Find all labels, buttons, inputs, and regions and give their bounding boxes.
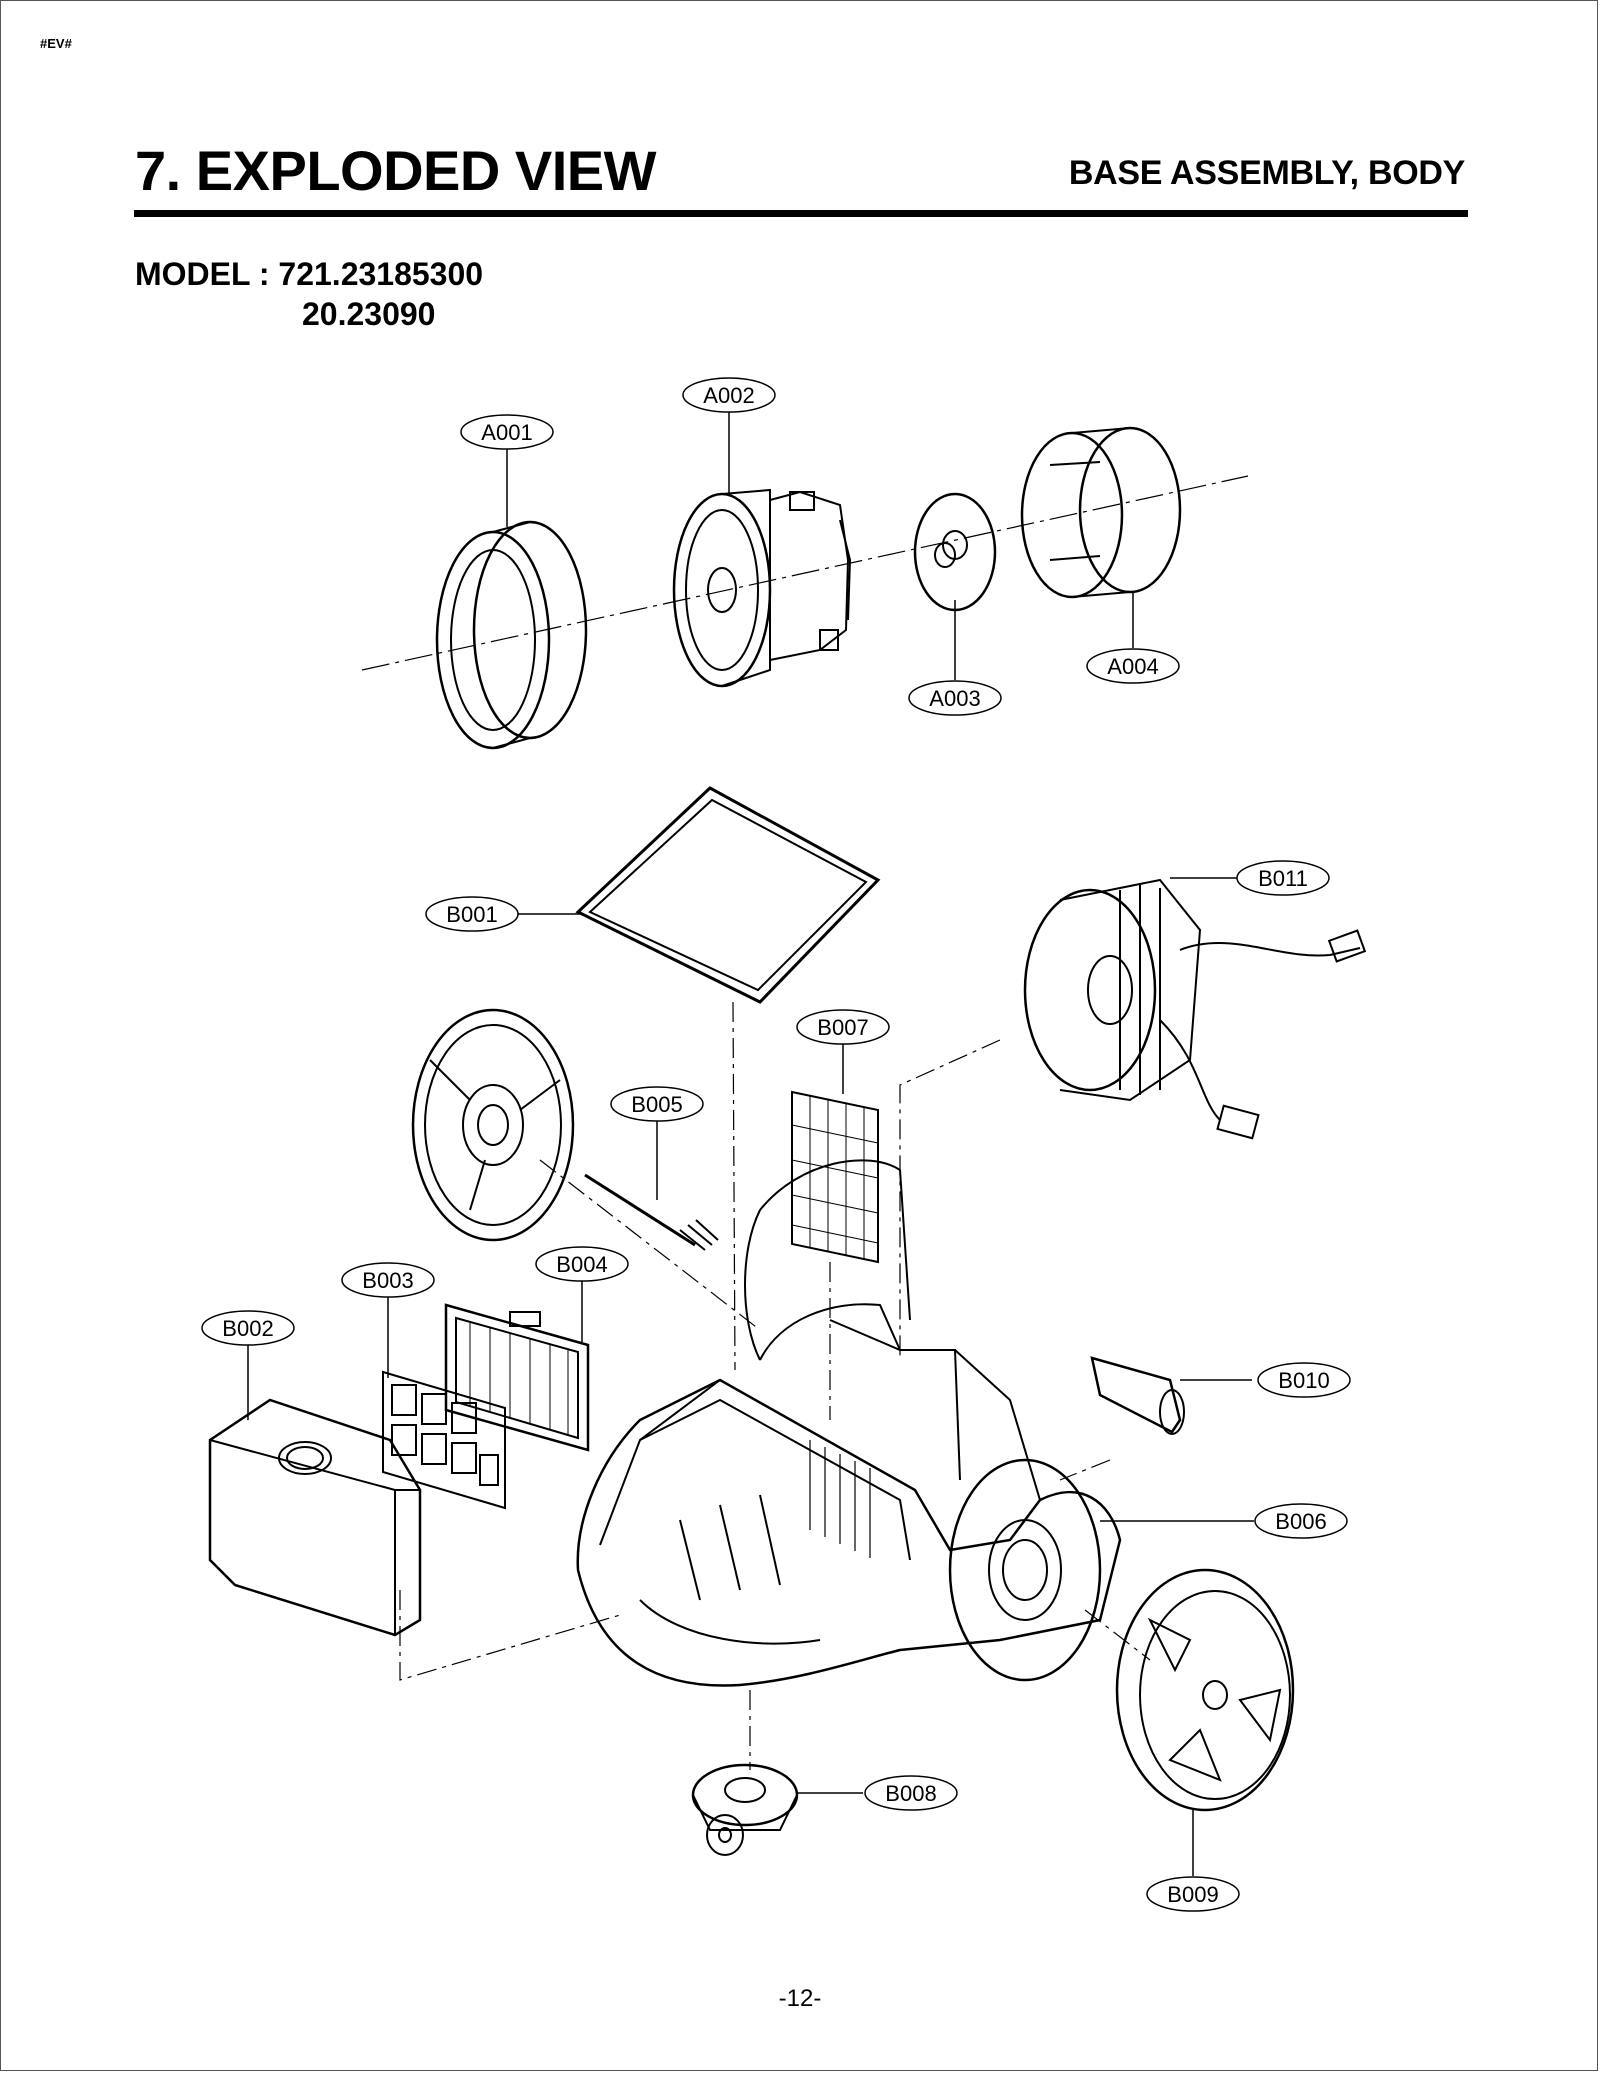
callout-label-b005: B005 [631, 1092, 682, 1117]
part-a001-ring [435, 520, 588, 750]
callout-b009: B009 [1146, 1876, 1240, 1912]
callout-b001: B001 [425, 896, 519, 932]
callout-b007: B007 [796, 1009, 890, 1045]
page-number: -12- [778, 1985, 822, 2012]
part-a003-disc [913, 492, 997, 612]
callout-a002: A002 [682, 377, 776, 413]
part-b005-brush [584, 1173, 719, 1251]
part-b001-gasket [575, 786, 881, 1004]
callout-label-a004: A004 [1107, 654, 1158, 679]
motor-axis-line [361, 475, 1249, 671]
callout-label-b001: B001 [446, 902, 497, 927]
assembly-lines [399, 1001, 1151, 1770]
callout-a004: A004 [1086, 648, 1180, 684]
callout-label-a001: A001 [481, 420, 532, 445]
part-a004-cylinder [1020, 426, 1182, 599]
callout-label-a002: A002 [703, 383, 754, 408]
callout-b003: B003 [341, 1262, 435, 1298]
callout-b011: B011 [1236, 860, 1330, 896]
callout-label-b002: B002 [222, 1316, 273, 1341]
callout-label-b003: B003 [362, 1268, 413, 1293]
callout-b005: B005 [610, 1086, 704, 1122]
leader-lines [247, 412, 1254, 1876]
callout-b002: B002 [201, 1310, 295, 1346]
callout-b008: B008 [864, 1775, 958, 1811]
callout-label-b007: B007 [817, 1015, 868, 1040]
part-b010-nozzle [1090, 1356, 1185, 1435]
callout-label-b006: B006 [1275, 1509, 1326, 1534]
callout-b006: B006 [1254, 1503, 1348, 1539]
part-b011-cord-reel [1023, 878, 1367, 1140]
part-b006-side-housing [948, 1458, 1102, 1682]
section-title: BASE ASSEMBLY, BODY [1068, 154, 1465, 192]
part-main-body [576, 1159, 1122, 1687]
callout-a001: A001 [460, 414, 554, 450]
model-number-line-1: MODEL : 721.23185300 [135, 256, 484, 292]
callout-b010: B010 [1257, 1362, 1351, 1398]
callout-label-b010: B010 [1278, 1368, 1329, 1393]
part-b003-filter-grid [382, 1370, 506, 1510]
part-b004-hepa-filter [444, 1303, 590, 1452]
part-b007-filter [791, 1090, 879, 1264]
model-number-line-2: 20.23090 [302, 296, 436, 332]
callouts: A001 A002 A003 A004 B001 B002 B003 B004 [201, 377, 1351, 1912]
callout-label-b008: B008 [885, 1781, 936, 1806]
title-rule [134, 210, 1468, 217]
part-wheel-left [411, 1008, 575, 1242]
part-a002-motor [672, 488, 852, 688]
callout-label-b011: B011 [1258, 866, 1308, 891]
part-b002-filter-cover [208, 1398, 422, 1637]
part-b008-caster [691, 1763, 799, 1856]
callout-b004: B004 [535, 1246, 629, 1282]
callout-label-b009: B009 [1167, 1882, 1218, 1907]
callout-label-b004: B004 [556, 1252, 607, 1277]
callout-a003: A003 [908, 680, 1002, 716]
document-tag: #EV# [40, 36, 72, 51]
part-b009-wheel [1115, 1568, 1295, 1812]
page-title: 7. EXPLODED VIEW [135, 139, 657, 202]
callout-label-a003: A003 [929, 686, 980, 711]
